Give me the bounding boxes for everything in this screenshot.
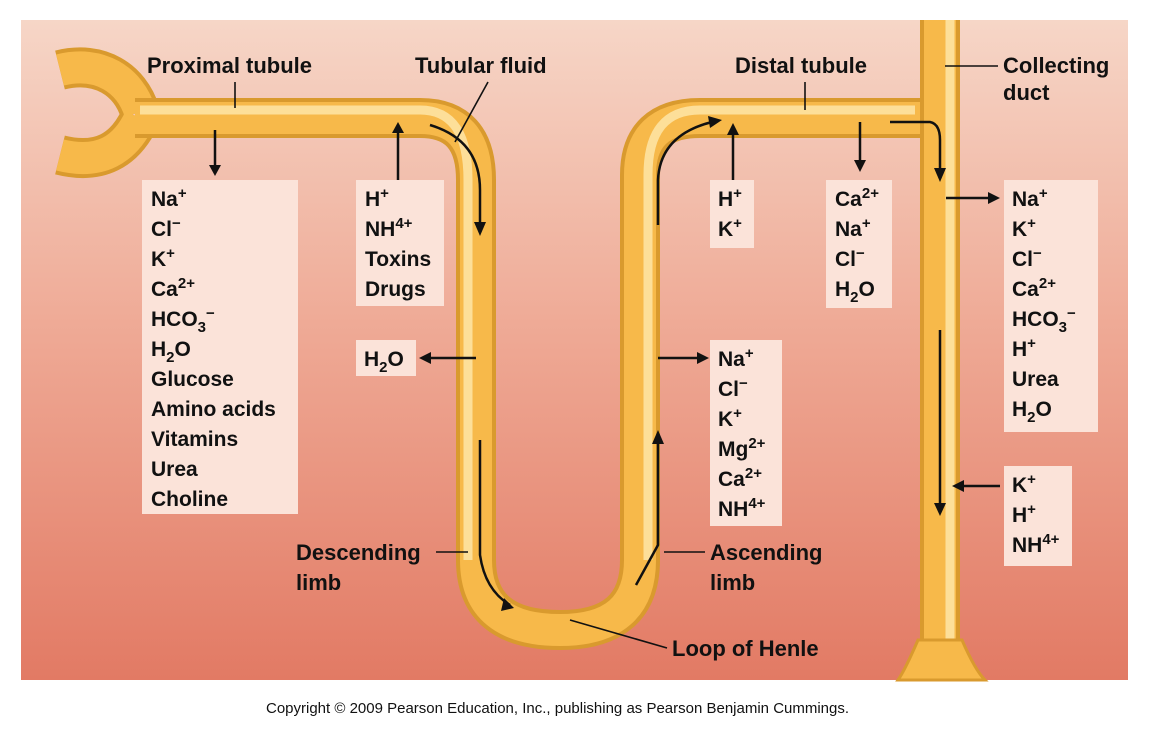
ion-label: NH4+ <box>718 495 766 521</box>
ion-label: H+ <box>718 185 742 211</box>
ion-label: Choline <box>151 488 228 511</box>
ion-label: Ca2+ <box>835 185 879 211</box>
ion-label: Drugs <box>365 278 426 301</box>
ion-label: Cl− <box>1012 245 1042 271</box>
ion-label: Glucose <box>151 368 234 391</box>
ion-label: Na+ <box>718 345 754 371</box>
label-collecting-2: duct <box>1003 80 1050 105</box>
ion-label: K+ <box>1012 471 1036 497</box>
ion-label: HCO3− <box>151 305 215 336</box>
ion-label: HCO3− <box>1012 305 1076 336</box>
ion-label: Na+ <box>835 215 871 241</box>
collecting-secrete-box: K+ H+ NH4+ <box>1004 466 1072 566</box>
label-descending-1: Descending <box>296 540 421 565</box>
label-loop-of-henle: Loop of Henle <box>672 636 819 661</box>
ion-label: K+ <box>1012 215 1036 241</box>
ion-label: Amino acids <box>151 398 276 421</box>
ion-label: Mg2+ <box>718 435 766 461</box>
ion-label: H2O <box>1012 398 1052 426</box>
ion-label: Urea <box>151 458 198 481</box>
label-proximal-tubule: Proximal tubule <box>147 53 312 78</box>
ion-label: Ca2+ <box>1012 275 1056 301</box>
ion-label: NH4+ <box>365 215 413 241</box>
copyright-text: Copyright © 2009 Pearson Education, Inc.… <box>266 700 849 717</box>
ion-label: Cl− <box>151 215 181 241</box>
leader-lines <box>234 65 998 649</box>
ascending-out-box: Na+ Cl− K+ Mg2+ Ca2+ NH4+ <box>710 340 782 526</box>
ion-label: H+ <box>1012 501 1036 527</box>
ion-label: K+ <box>151 245 175 271</box>
ion-label: Ca2+ <box>151 275 195 301</box>
label-descending-2: limb <box>296 570 341 595</box>
ion-label: Cl− <box>718 375 748 401</box>
distal-secrete-box: H+ K+ <box>710 180 754 248</box>
ion-label: NH4+ <box>1012 531 1060 557</box>
ion-label: Na+ <box>151 185 187 211</box>
label-distal-tubule: Distal tubule <box>735 53 867 78</box>
distal-reabsorb-box: Ca2+ Na+ Cl− H2O <box>826 180 892 308</box>
label-collecting-1: Collecting <box>1003 53 1109 78</box>
ion-label: Urea <box>1012 368 1059 391</box>
ion-label: H+ <box>1012 335 1036 361</box>
ion-label: Vitamins <box>151 428 238 451</box>
label-ascending-2: limb <box>710 570 755 595</box>
flow-arrows <box>209 116 1000 611</box>
ion-label: K+ <box>718 215 742 241</box>
ion-label: H+ <box>365 185 389 211</box>
ion-label: Ca2+ <box>718 465 762 491</box>
label-tubular-fluid: Tubular fluid <box>415 53 547 78</box>
ion-label: Na+ <box>1012 185 1048 211</box>
ion-label: H2O <box>151 338 191 366</box>
ion-label: H2O <box>835 278 875 306</box>
ion-label: H2O <box>364 348 404 376</box>
ion-label: Cl− <box>835 245 865 271</box>
label-ascending-1: Ascending <box>710 540 822 565</box>
ion-label: K+ <box>718 405 742 431</box>
ion-label: Toxins <box>365 248 431 271</box>
descending-out-box: H2O <box>356 340 416 376</box>
